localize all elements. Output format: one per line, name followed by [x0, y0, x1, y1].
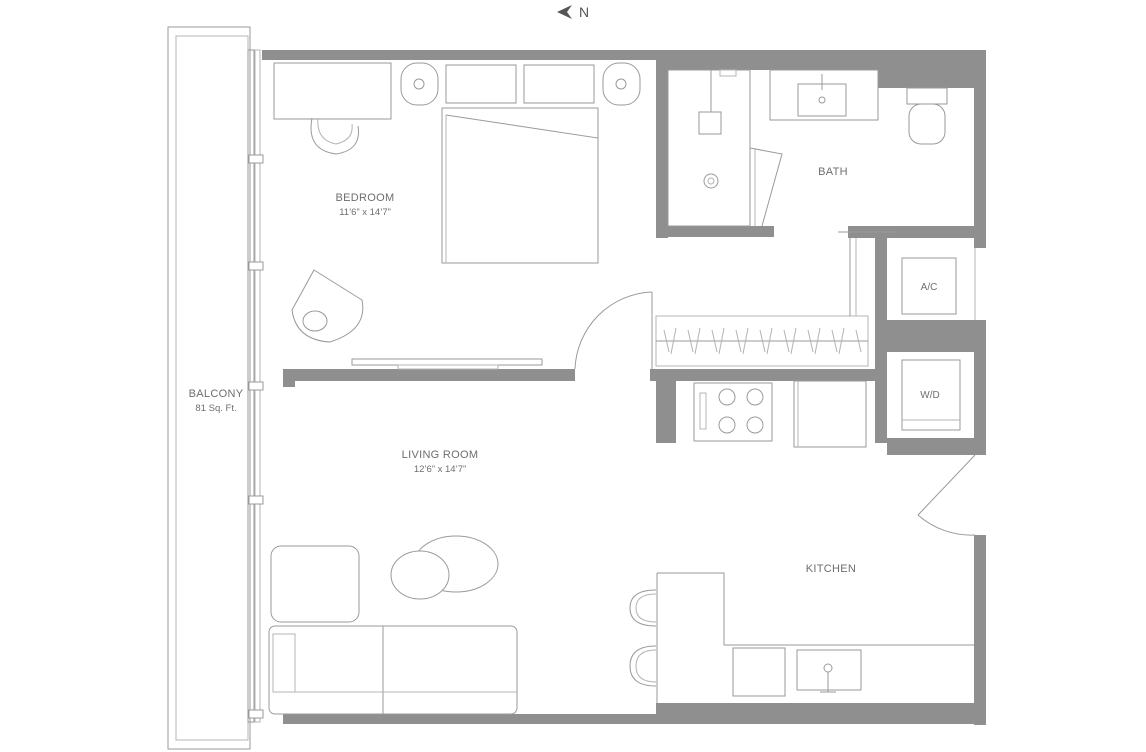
north-label: N [579, 4, 589, 20]
balcony-label: BALCONY [189, 388, 244, 400]
living-furniture [268, 535, 518, 715]
wardrobe [655, 238, 869, 367]
living-room-dimensions: 12’6” x 14’7” [414, 464, 466, 475]
kitchen-appliances [693, 380, 867, 448]
tv-console [351, 358, 543, 366]
north-arrow-icon [557, 5, 572, 19]
balcony-area: 81 Sq. Ft. [195, 403, 236, 414]
bed [441, 107, 599, 264]
kitchen-counter [629, 572, 974, 703]
dishwasher [732, 647, 786, 697]
coffee-table-small [390, 550, 450, 600]
kitchen-label: KITCHEN [806, 563, 856, 575]
kitchen-sink [796, 649, 862, 691]
ac-label: A/C [921, 282, 938, 293]
armchair [291, 269, 364, 343]
utility-closets [901, 248, 976, 431]
nightstand-right [602, 62, 641, 106]
desk [273, 62, 392, 120]
stove [693, 382, 773, 442]
shower-door [749, 147, 783, 227]
sofa [268, 625, 518, 715]
kitchen-island [657, 572, 974, 646]
bedroom-label: BEDROOM [336, 192, 395, 204]
toilet-bowl [908, 103, 946, 145]
walls [262, 50, 986, 725]
pillow-right [523, 64, 595, 104]
shower [667, 69, 751, 227]
entry-door [917, 454, 976, 536]
living-room-label: LIVING ROOM [402, 449, 479, 461]
room-labels: BEDROOM 11’6” x 14’7” BATH A/C W/D LIVIN… [189, 166, 940, 575]
bedroom-furniture [273, 62, 641, 370]
bedroom-dimensions: 11’6” x 14’7” [339, 207, 391, 218]
toilet-tank [906, 87, 948, 105]
living-armchair [270, 545, 360, 623]
washer-dryer [901, 359, 961, 431]
vanity [769, 69, 879, 121]
desk-chair [310, 117, 360, 155]
bar-stools [629, 589, 657, 687]
north-compass: N [557, 4, 589, 20]
wd-label: W/D [920, 390, 939, 401]
refrigerator [793, 380, 867, 448]
ac-unit [901, 257, 957, 315]
bath-label: BATH [818, 166, 848, 178]
pillow-left [445, 64, 517, 104]
bedroom-door [574, 291, 653, 370]
balcony [167, 26, 264, 750]
bath-fixtures [667, 69, 948, 233]
nightstand-left [400, 62, 439, 106]
